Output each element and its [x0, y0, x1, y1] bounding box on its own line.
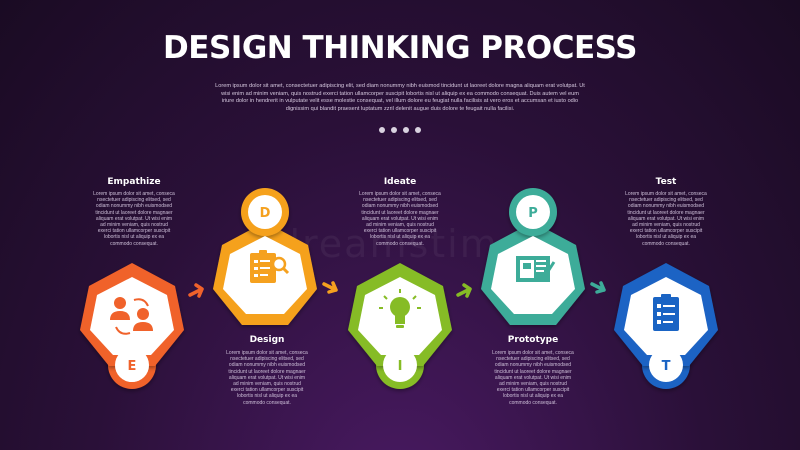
arrow-icon	[188, 283, 204, 298]
step-letter: D	[260, 206, 271, 221]
step-description-prototype: Lorem ipsum dolor sit amet, conseca nsec…	[492, 350, 574, 406]
dot	[391, 127, 397, 133]
step-prototype: P	[481, 188, 585, 325]
dot	[379, 127, 385, 133]
step-description-ideate: Lorem ipsum dolor sit amet, conseca nsec…	[359, 191, 441, 247]
test-clipboard-icon	[653, 294, 679, 331]
arrow-icon	[456, 283, 472, 298]
step-title-prototype: Prototype	[507, 335, 559, 345]
step-title-design: Design	[249, 335, 285, 345]
step-letter: P	[528, 206, 538, 221]
step-letter: T	[662, 359, 671, 374]
step-ideate: I	[348, 263, 452, 389]
intro-paragraph: Lorem ipsum dolor sit amet, consectetuer…	[215, 83, 585, 112]
step-design: D	[213, 188, 317, 325]
people-exchange-icon	[110, 297, 153, 335]
step-description-empathize: Lorem ipsum dolor sit amet, conseca nsec…	[93, 191, 175, 247]
checklist-search-icon	[250, 250, 290, 283]
page-title: DESIGN THINKING PROCESS	[163, 30, 637, 66]
blueprint-icon	[516, 256, 556, 282]
dot	[415, 127, 421, 133]
step-title-ideate: Ideate	[383, 177, 417, 187]
step-description-test: Lorem ipsum dolor sit amet, conseca nsec…	[625, 191, 707, 247]
step-description-design: Lorem ipsum dolor sit amet, conseca nsec…	[226, 350, 308, 406]
pagination-dots	[379, 127, 421, 133]
step-letter: E	[128, 359, 137, 374]
step-title-test: Test	[655, 177, 677, 187]
step-title-empathize: Empathize	[107, 177, 161, 187]
arrow-icon	[322, 281, 338, 294]
lightbulb-icon	[379, 289, 421, 328]
dot	[403, 127, 409, 133]
step-empathize: E	[80, 263, 184, 389]
step-test: T	[614, 263, 718, 389]
arrow-icon	[590, 281, 606, 294]
step-letter: I	[398, 359, 403, 374]
